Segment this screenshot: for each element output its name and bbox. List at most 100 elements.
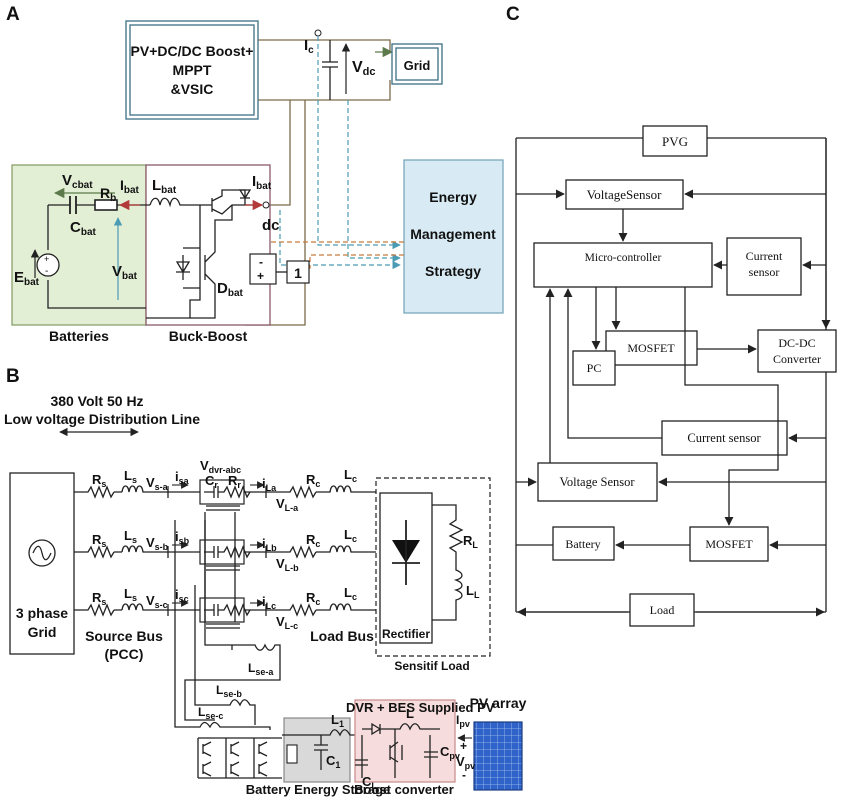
boost-diode-inductor: [362, 722, 440, 736]
series-transformer: [206, 505, 240, 511]
bottom-switch: [204, 245, 216, 292]
ls-label: Ls: [124, 528, 137, 545]
c1-label: C1: [326, 753, 340, 770]
rl-label: RL: [463, 533, 478, 550]
l1-label: L1: [331, 712, 344, 729]
rectifier-label: Rectifier: [382, 627, 430, 641]
vs-label: Vs-b: [146, 535, 169, 552]
dvr-rc: [204, 485, 251, 499]
panel-b: 380 Volt 50 Hz Low voltage Distribution …: [4, 393, 527, 797]
series-transformer: [206, 565, 240, 571]
dvr-rc: [204, 545, 251, 559]
ems-box: [403, 159, 504, 314]
vl-label: VL-b: [276, 556, 299, 573]
mosfet-bot-box: [689, 526, 769, 562]
ebat-plus: +: [44, 254, 49, 264]
ll-label: LL: [466, 583, 480, 600]
panel-label-a: A: [6, 4, 20, 25]
ibat-right-label: Ibat: [252, 173, 272, 192]
cr-label: Cr: [205, 473, 218, 490]
mosfet-top-label: MOSFET: [627, 341, 675, 355]
l1-inductor: [282, 729, 362, 737]
cpv-label: Cpv: [440, 744, 460, 761]
c1-capacitor: [314, 735, 328, 770]
ebat-minus: -: [45, 266, 48, 277]
lse-a-label: Lse-a: [248, 661, 274, 677]
top-diode: [238, 189, 252, 199]
ls-label: Ls: [124, 468, 137, 485]
series-transformer: [206, 623, 240, 629]
voltage-sensor-top-label: VoltageSensor: [587, 187, 663, 202]
current-sensor-top-box: [726, 237, 802, 296]
vl-label: VL-c: [276, 614, 298, 631]
sense-ic-line: [317, 36, 401, 250]
is-label: isb: [175, 529, 190, 546]
vpv-label: Vpv: [456, 754, 475, 771]
boost-box: [354, 699, 456, 783]
vdc-label: Vdc: [352, 59, 376, 78]
pv-panel-icon: [473, 721, 523, 791]
voltage-sensor-bot-label: Voltage Sensor: [559, 475, 635, 489]
inverter-legs: [197, 737, 282, 779]
grid-label-2: Grid: [28, 624, 57, 640]
pv-block-inner: [129, 24, 255, 116]
voltage-sensor-top-box: [565, 179, 684, 210]
ls-inductor: [121, 485, 200, 493]
ls-label: Ls: [124, 586, 137, 603]
rs-resistor: [74, 603, 122, 617]
mosfet-top-box: [605, 330, 698, 366]
lse-b-wire: [194, 585, 256, 725]
ls-inductor: [121, 545, 200, 553]
edge-mc-to-mosfet-bot: [684, 287, 779, 526]
microcontroller-label: Micro-controller: [585, 252, 662, 264]
dvr-title: DVR + BES Supplied PV: [346, 700, 495, 715]
vs-label: Vs-c: [146, 593, 168, 610]
rs-resistor: [74, 545, 122, 559]
vl-label: VL-a: [276, 496, 299, 513]
pvg-label: PVG: [662, 134, 688, 149]
dvr-rc: [204, 603, 251, 617]
load-side-branch: [244, 485, 376, 499]
ems-line1: Energy: [429, 189, 477, 205]
ibat-sensor: [262, 201, 270, 209]
sense-vdc-line: [347, 100, 401, 263]
rectifier-diode-bar: [392, 520, 420, 585]
lse-b-label: Lse-b: [216, 683, 242, 699]
sine-icon: [32, 545, 52, 561]
lse-c-wire: [174, 520, 271, 735]
pv-minus: -: [462, 768, 466, 782]
panel-label-b: B: [6, 366, 20, 387]
vdvr-label: Vdvr-abc: [200, 458, 241, 475]
battery-storage-label: Battery Energy Storage: [246, 782, 391, 797]
sensitive-load-label: Sensitif Load: [394, 659, 469, 673]
boost-switch: [389, 729, 403, 778]
mosfet-bot-label: MOSFET: [705, 537, 753, 551]
grid-label-1: 3 phase: [16, 605, 68, 621]
dc-bus-bottom: [258, 80, 391, 101]
pc-box: [572, 350, 616, 386]
source-bus-label: Source Bus: [85, 628, 163, 644]
rs-resistor: [74, 485, 122, 499]
vcbat-label: Vcbat: [62, 172, 93, 191]
current-sensor-top-label-1: Current: [746, 249, 783, 263]
comparator-minus: -: [259, 255, 263, 269]
sensitive-load-box: [375, 477, 491, 657]
line-title-2: Low voltage Distribution Line: [4, 411, 200, 427]
rb-label: Rb: [100, 185, 116, 204]
wire-dc-plus: [270, 100, 291, 206]
load-side-branch: [244, 545, 376, 559]
bottom-diode: [175, 255, 191, 280]
batteries-caption: Batteries: [49, 328, 109, 344]
cl-label: CL: [362, 774, 377, 791]
load-bus-label: Load Bus: [310, 628, 374, 644]
rb-resistor: [94, 199, 118, 211]
lc-label: Lc: [344, 585, 357, 602]
edge-csensor-mid-to-mc: [563, 288, 662, 439]
const-one-label: 1: [294, 265, 302, 281]
ems-line3: Strategy: [425, 263, 481, 279]
dcdc-box: [757, 329, 837, 373]
pcc-label: (PCC): [105, 646, 144, 662]
